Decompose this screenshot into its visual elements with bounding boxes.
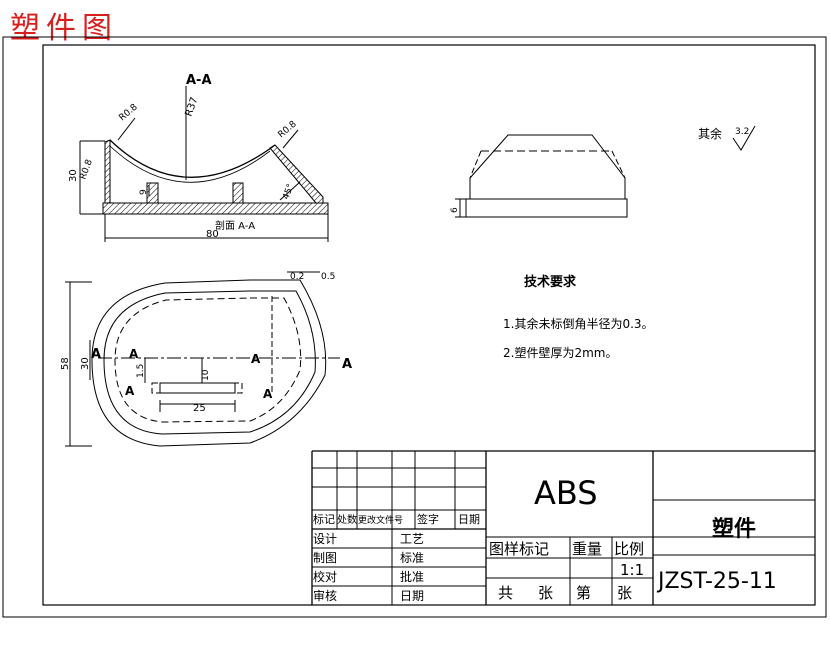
cut-label-low-right: A (263, 387, 273, 401)
label-date: 日期 (400, 589, 424, 603)
drawing-number: JZST-25-11 (656, 569, 777, 594)
dim-step: 9 (139, 189, 149, 195)
label-review: 审核 (313, 588, 337, 603)
section-view: A-A R0.8 R37 R0.8 R0.8 30 9 45° 80 剖面 A (68, 73, 329, 242)
cut-label-left: A (91, 347, 101, 362)
tech-requirements: 技术要求 1.其余未标倒角半径为0.3。 2.塑件壁厚为2mm。 (503, 274, 654, 360)
label-draw: 制图 (313, 551, 337, 565)
dim-angle: 45° (281, 183, 296, 201)
label-standard: 标准 (400, 551, 424, 565)
material-text: ABS (534, 474, 598, 512)
surface-note-value: 3.2 (735, 127, 749, 137)
rev-header-doc: 更改文件号 (358, 514, 403, 526)
rev-header-date: 日期 (458, 513, 480, 526)
dim-r-left: R0.8 (78, 158, 95, 181)
tech-requirement-2: 2.塑件壁厚为2mm。 (503, 345, 617, 360)
tech-requirements-title: 技术要求 (524, 274, 577, 290)
label-design: 设计 (313, 532, 337, 546)
plan-dim-top: 0.2 (290, 272, 304, 282)
cut-label-right: A (342, 357, 352, 372)
side-view: 6 (450, 134, 628, 218)
plan-dim-top-2: 0.5 (321, 272, 335, 282)
rev-header-count: 处数 (337, 513, 357, 526)
tech-requirement-1: 1.其余未标倒角半径为0.3。 (503, 316, 654, 331)
dim-width: 80 (206, 229, 219, 240)
surface-note-label: 其余 (698, 126, 722, 141)
section-bottom-label: 剖面 A-A (215, 219, 255, 232)
title-block (311, 450, 815, 605)
part-name: 塑件 (712, 517, 756, 542)
sheet-number-unit: 张 (617, 584, 632, 602)
dim-height: 30 (68, 169, 79, 182)
label-approve: 批准 (400, 569, 424, 584)
sheet-total-unit: 张 (538, 584, 553, 602)
info-header-weight: 重量 (572, 540, 602, 558)
sheet-total-label: 共 (498, 584, 513, 602)
info-header-scale: 比例 (614, 540, 644, 558)
cut-label-inner-right: A (251, 352, 261, 366)
label-process: 工艺 (400, 532, 424, 546)
inner-border (42, 44, 816, 606)
cut-label-low-left: A (125, 384, 135, 398)
plan-dim-outer: 58 (60, 357, 71, 370)
plan-dim-offset: 1.5 (136, 364, 146, 378)
title-block-text: 标记 处数 更改文件号 签字 日期 设计 制图 校对 审核 工艺 标准 批准 日… (313, 474, 777, 603)
info-header-mark: 图样标记 (489, 540, 549, 558)
page-title: 塑件图 (10, 11, 118, 46)
dim-r-top-right: R0.8 (277, 119, 299, 140)
plan-dim-slot-height: 10 (201, 369, 211, 381)
cut-label-inner-left: A (129, 347, 139, 361)
plan-view: 0.2 0.5 58 30 1.5 10 25 A A A A A A (60, 271, 352, 447)
surface-note: 其余 3.2 (698, 125, 756, 151)
label-check: 校对 (313, 569, 337, 584)
sheet-number-label: 第 (576, 584, 591, 602)
rev-header-sign: 签字 (417, 512, 439, 526)
section-label: A-A (186, 73, 212, 88)
dim-r-top-left: R0.8 (118, 102, 140, 123)
roughness-symbol (732, 125, 756, 151)
plan-dim-slot-width: 25 (193, 403, 206, 414)
plan-dim-inner: 30 (80, 357, 91, 370)
outer-border (2, 36, 827, 618)
scale-value: 1:1 (620, 561, 644, 579)
rev-header-mark: 标记 (313, 512, 335, 526)
side-dim-height: 6 (450, 207, 460, 213)
